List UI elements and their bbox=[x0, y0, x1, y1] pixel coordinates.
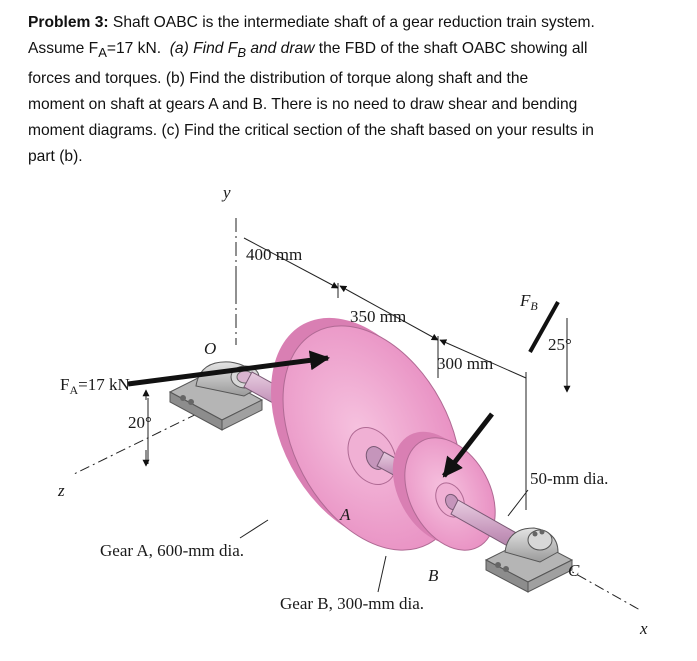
problem-line-1: Problem 3: Shaft OABC is the intermediat… bbox=[28, 10, 673, 36]
bearing-c bbox=[484, 527, 574, 593]
part-a-text-3: the FBD of the shaft OABC showing all bbox=[314, 40, 588, 57]
gear-b-label: Gear B, 300-mm dia. bbox=[280, 594, 424, 613]
shaft-dia-leader bbox=[507, 489, 529, 517]
problem-line-1-text: Shaft OABC is the intermediate shaft of … bbox=[108, 14, 595, 31]
force-fa-arrow bbox=[127, 350, 330, 387]
problem-line-3: forces and torques. (b) Find the distrib… bbox=[28, 70, 529, 88]
y-axis-label: y bbox=[221, 183, 231, 202]
dimension-lines bbox=[235, 237, 527, 510]
gear-a-label: Gear A, 600-mm dia. bbox=[100, 541, 244, 560]
part-a-text: (a) Find F bbox=[169, 40, 238, 57]
point-c-label: C bbox=[568, 561, 580, 580]
problem-line-2: Assume FA=17 kN. (a) Find FB and draw th… bbox=[28, 36, 673, 66]
gear-b-letter: B bbox=[428, 566, 439, 585]
force-fb-arrow bbox=[442, 412, 494, 478]
force-fb-label: FB bbox=[519, 291, 538, 313]
dim-300-line bbox=[439, 339, 527, 379]
force-arrows bbox=[127, 301, 560, 478]
z-axis-line bbox=[71, 404, 216, 476]
force-fb-line bbox=[528, 301, 560, 353]
dim-350-line bbox=[339, 285, 439, 341]
angle-20-label: 20° bbox=[128, 413, 152, 432]
dim-400-label: 400 mm bbox=[246, 245, 302, 264]
z-axis-label: z bbox=[57, 481, 65, 500]
assume-text: Assume F bbox=[28, 40, 99, 57]
force-fa-label: FA=17 kN bbox=[60, 375, 130, 397]
problem-statement: Problem 3: Shaft OABC is the intermediat… bbox=[28, 10, 673, 170]
gear-b-leader bbox=[377, 555, 387, 593]
dim-350-label: 350 mm bbox=[350, 307, 406, 326]
gear-a-letter: A bbox=[339, 505, 351, 524]
problem-line-6: part (b). bbox=[28, 148, 83, 166]
x-axis-line bbox=[559, 564, 641, 611]
shaft-diagram: y z x O 400 mm 350 mm 300 mm FB 25° FA=1… bbox=[57, 183, 648, 638]
fb-subscript: B bbox=[237, 45, 246, 61]
leader-lines bbox=[239, 489, 529, 593]
shaft-dia-label: 50-mm dia. bbox=[530, 469, 608, 488]
part-a-text-2: and draw bbox=[245, 40, 315, 57]
origin-label: O bbox=[204, 339, 216, 358]
problem-heading: Problem 3: bbox=[28, 14, 109, 31]
fa-value-text: =17 kN. bbox=[106, 40, 162, 57]
problem-line-4: moment on shaft at gears A and B. There … bbox=[28, 96, 578, 114]
x-axis-label: x bbox=[639, 619, 648, 638]
problem-line-5: moment diagrams. (c) Find the critical s… bbox=[28, 122, 594, 140]
angle-25-label: 25° bbox=[548, 335, 572, 354]
dim-300-label: 300 mm bbox=[437, 354, 493, 373]
gear-a-leader bbox=[239, 519, 269, 539]
fa-subscript: A bbox=[98, 45, 107, 61]
angle-indicators bbox=[142, 318, 571, 467]
dim-400-line bbox=[243, 237, 339, 289]
